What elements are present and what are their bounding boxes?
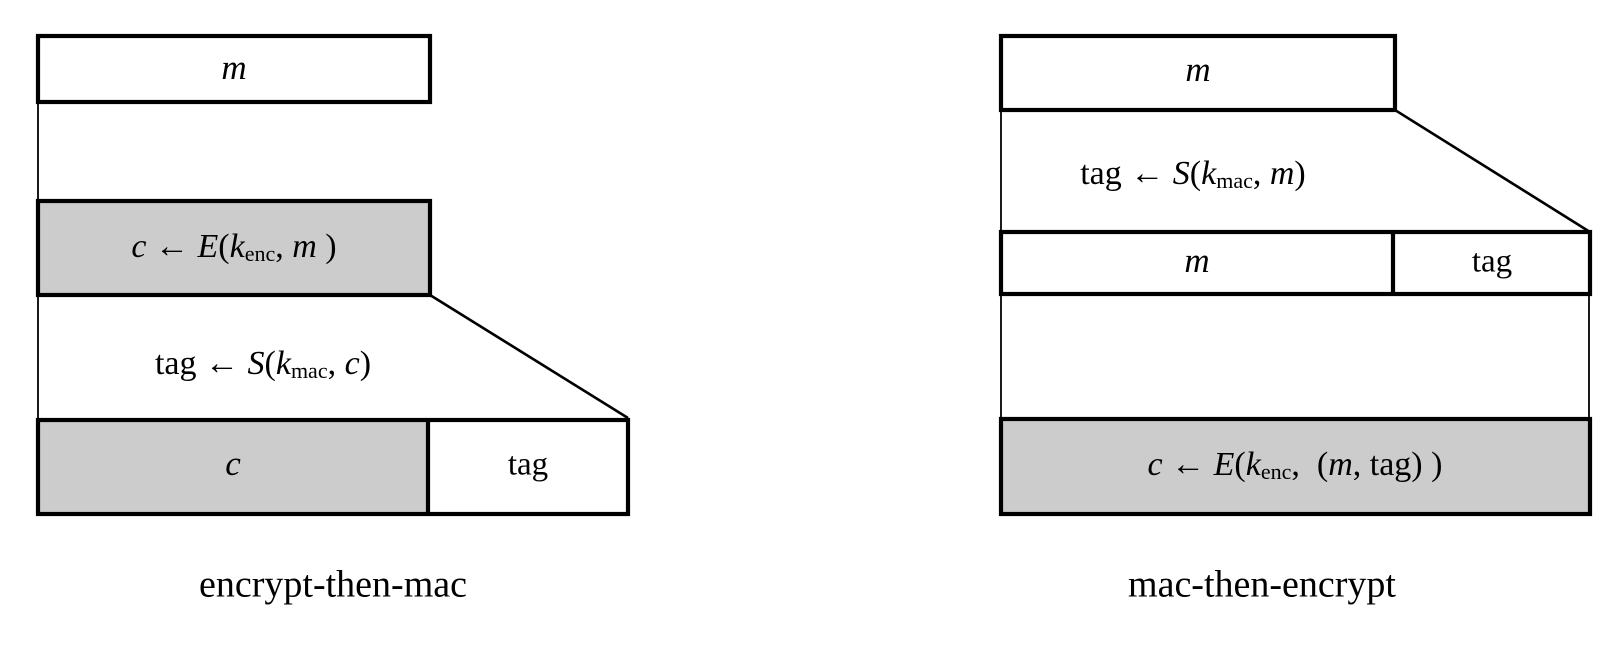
left-row-mac: tag ← S(kmac, c) — [155, 345, 371, 383]
right-row-encrypt: c ← E(kenc, (m, tag) ) — [998, 416, 1593, 517]
left-box-c-fill — [38, 420, 428, 514]
left-box-encrypt-fill — [38, 201, 430, 295]
left-cell-c-label: c — [225, 444, 241, 483]
right-box-message-outline — [998, 33, 1398, 113]
left-cell-m-label: m — [221, 48, 246, 87]
left-row-encrypt: c ← E(kenc, m ) — [35, 198, 433, 298]
left-box-tag-fill — [428, 420, 628, 514]
caption-encrypt-then-mac: encrypt-then-mac — [199, 564, 467, 606]
left-cell-tag-label: tag — [508, 447, 548, 483]
left-diagonal-connector — [429, 293, 629, 420]
left-box-encrypt-outline — [35, 198, 433, 298]
caption-mac-then-encrypt: mac-then-encrypt — [1128, 564, 1396, 606]
right-formula-encrypt: c ← E(kenc, (m, tag) ) — [1148, 446, 1443, 484]
panel-mac-then-encrypt: m tag ← S(kmac, m) m tag — [998, 33, 1593, 606]
right-row-message: m — [998, 33, 1398, 113]
left-box-message-fill — [38, 36, 430, 102]
right-diagonal-connector — [1394, 108, 1591, 234]
right-row-mac: tag ← S(kmac, m) — [1080, 155, 1306, 193]
right-cell-m-mid-label: m — [1184, 241, 1209, 280]
right-box-message-fill — [1001, 36, 1395, 110]
right-box-mtag-outline — [998, 229, 1593, 297]
right-box-encrypt-outline — [998, 416, 1593, 517]
right-formula-mac: tag ← S(kmac, m) — [1080, 155, 1306, 193]
left-box-message-outline — [35, 33, 433, 105]
left-formula-mac: tag ← S(kmac, c) — [155, 345, 371, 383]
left-formula-encrypt: c ← E(kenc, m ) — [131, 228, 336, 266]
left-row-message: m — [35, 33, 433, 105]
right-box-mtag-fill — [1001, 232, 1590, 294]
left-row-output: c tag — [35, 417, 631, 517]
panel-encrypt-then-mac: m c ← E(kenc, m ) tag ← S(kmac, c) — [35, 33, 631, 606]
right-cell-m-top-label: m — [1185, 50, 1210, 89]
right-cell-tag-label: tag — [1472, 244, 1512, 280]
right-box-encrypt-fill — [1001, 419, 1590, 514]
right-row-mtag: m tag — [998, 229, 1593, 297]
left-box-output-outline — [35, 417, 631, 517]
